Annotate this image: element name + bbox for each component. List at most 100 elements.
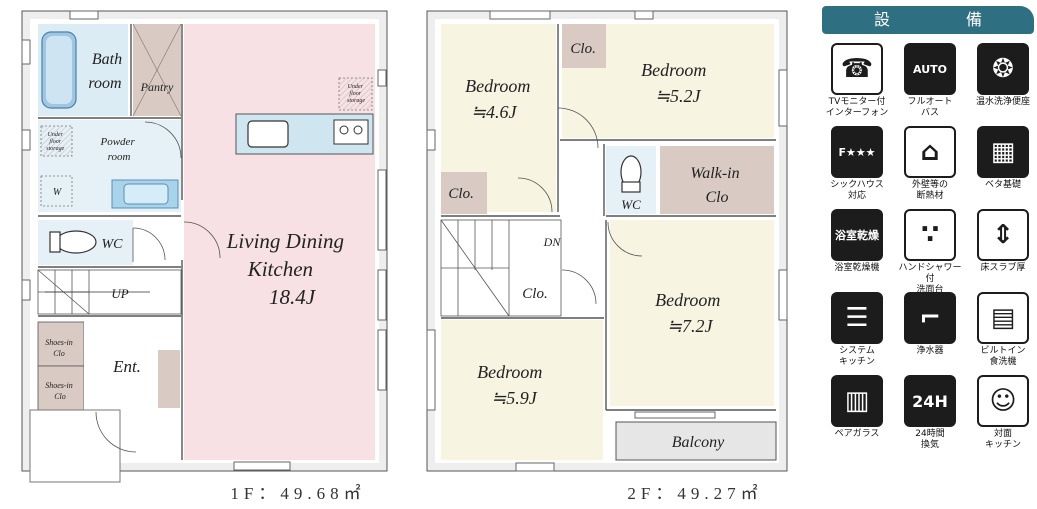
dishwasher-icon: ▤: [977, 292, 1029, 344]
bedroom-5-9: [441, 320, 603, 460]
equipment-label: 24時間 換気: [915, 429, 945, 450]
pantry-label: Pantry: [140, 80, 174, 94]
equipment-item: ▥ ペアガラス: [824, 375, 890, 453]
equipment-item: ☺対面 キッチン: [970, 375, 1036, 453]
ldk-underfloor-label-3: storage: [347, 98, 365, 104]
svg-text:Under floor storag: Under floor storage Under floor storage: [46, 84, 365, 152]
equipment-item: ▦ベタ基礎: [970, 126, 1036, 204]
equipment-item: 浴室乾燥浴室乾燥機: [824, 209, 890, 287]
svg-text:Shoes-in Clo Shoes: Shoes-in Clo Shoes-in Clo: [45, 338, 75, 401]
dn-label: DN: [543, 235, 562, 249]
bath-dryer-icon: 浴室乾燥: [831, 209, 883, 261]
clo2-label: Clo.: [448, 186, 473, 202]
bath-label-2: room: [88, 75, 121, 92]
shoes-clo-2-label-2: Clo: [54, 392, 66, 401]
closet-2f-2: [441, 172, 487, 214]
equipment-label: ハンドシャワー付 洗面台: [898, 263, 962, 295]
underfloor-label-3: storage: [46, 146, 64, 152]
svg-text:Bedroom ≒4.6J Bedr: Bedroom ≒4.6J Bedroom ≒5.2J Bedroom ≒7.2…: [465, 60, 725, 408]
powder-label-2: room: [108, 151, 131, 163]
equipment-label: 床スラブ厚: [980, 263, 1026, 273]
shoes-in-clo-2: [37, 365, 85, 411]
equipment-label: フルオート バス: [907, 97, 953, 118]
ldk-label-2: Kitchen: [247, 257, 313, 281]
floor2-area: 2F：49.27㎡: [627, 484, 762, 503]
ldk-underfloor-label-1: Under: [348, 84, 364, 90]
bed3-label-1: Bedroom: [655, 290, 720, 310]
f-star-icon: F★★★: [831, 126, 883, 178]
bed3-label-2: ≒7.2J: [667, 316, 714, 336]
clo3-label: Clo.: [522, 286, 547, 302]
svg-text:Walk-in Clo: Walk-in Clo: [690, 165, 743, 206]
ldk-label-3: 18.4J: [269, 285, 317, 309]
pair-glass-icon: ▥: [831, 375, 883, 427]
equipment-item: ▤ビルトイン 食洗機: [970, 292, 1036, 370]
svg-text:Clo. Clo. Clo.: Clo. Clo. Clo.: [448, 41, 599, 302]
ventilation-24h-icon: 24H: [904, 375, 956, 427]
equipment-label: TVモニター付 インターフォン: [825, 97, 889, 118]
equipment-item: F★★★シックハウス 対応: [824, 126, 890, 204]
bath-label-1: Bath: [92, 51, 122, 68]
equipment-item: ☰システム キッチン: [824, 292, 890, 370]
bedroom-7-2: [610, 220, 774, 406]
auto-bath-icon: AUTO: [904, 43, 956, 95]
shower-vanity-icon: ∵: [904, 209, 956, 261]
equipment-label: 対面 キッチン: [984, 429, 1021, 450]
svg-text:Living Dining Kitchen: Living Dining Kitchen 18.4J: [226, 229, 350, 309]
equipment-label: 温水洗浄便座: [975, 97, 1030, 107]
bed2-label-2: ≒5.2J: [655, 86, 702, 106]
equipment-item: ⌂外壁等の 断熱材: [897, 126, 963, 204]
walkin-label-2: Clo: [705, 189, 728, 206]
underfloor-label-2: floor: [49, 138, 61, 145]
equipment-label: ベタ基礎: [984, 180, 1021, 190]
ldk-label-1: Living Dining: [226, 229, 344, 253]
clo1-label: Clo.: [570, 41, 595, 57]
equipment-label: 浴室乾燥機: [834, 263, 880, 273]
washlet-icon: ❂: [977, 43, 1029, 95]
bed2-label-1: Bedroom: [641, 60, 706, 80]
balcony-label: Balcony: [672, 434, 725, 451]
floor-slab-icon: ⇕: [977, 209, 1029, 261]
bed4-label-1: Bedroom: [477, 362, 542, 382]
underfloor-label-1: Under: [48, 132, 64, 138]
equipment-item: ⌐浄水器: [897, 292, 963, 370]
up-label: UP: [111, 286, 128, 301]
equipment-item: ⇕ 床スラブ厚: [970, 209, 1036, 287]
equipment-label: システム キッチン: [838, 346, 875, 367]
equipment-title: 設 備: [822, 6, 1034, 34]
balcony: [615, 421, 777, 461]
entrance-label: Ent.: [112, 357, 141, 376]
floor1-area: 1F：49.68㎡: [230, 484, 365, 503]
wc-1f-label: WC: [102, 237, 124, 252]
svg-text:room: room: [88, 75, 121, 92]
equipment-label: ビルトイン 食洗機: [980, 346, 1026, 367]
system-kitchen-icon: ☰: [831, 292, 883, 344]
closet-2f-1: [562, 24, 606, 68]
equipment-label: シックハウス 対応: [830, 180, 884, 201]
stairs-2f: [440, 219, 562, 317]
washer-label: W: [53, 187, 63, 198]
svg-text:Powder room: Powder room: [100, 136, 138, 163]
wc-2f-label: WC: [621, 197, 641, 212]
shoes-clo-2-label-1: Shoes-in: [45, 381, 73, 390]
powder-label-1: Powder: [100, 136, 136, 148]
shoes-clo-1-label-1: Shoes-in: [45, 338, 73, 347]
intercom-icon: ☎: [831, 43, 883, 95]
equipment-label: ペアガラス: [834, 429, 880, 439]
equipment-item: ∵ハンドシャワー付 洗面台: [897, 209, 963, 295]
equipment-item: ❂ 温水洗浄便座: [970, 43, 1036, 121]
walkin-label-1: Walk-in: [690, 165, 739, 182]
first-floor-plan: Bath room Pantry Under floor storage Und…: [21, 10, 388, 503]
walk-in-closet: [660, 146, 774, 214]
water-purifier-icon: ⌐: [904, 292, 956, 344]
bed4-label-2: ≒5.9J: [491, 388, 538, 408]
second-floor-plan: Bedroom ≒4.6J Bedroom ≒5.2J Bedroom ≒7.2…: [426, 10, 788, 503]
face-to-face-kitchen-icon: ☺: [977, 375, 1029, 427]
shoes-clo-1-label-2: Clo: [53, 349, 65, 358]
bed1-label-1: Bedroom: [465, 76, 530, 96]
stairs-1f: [37, 269, 182, 315]
